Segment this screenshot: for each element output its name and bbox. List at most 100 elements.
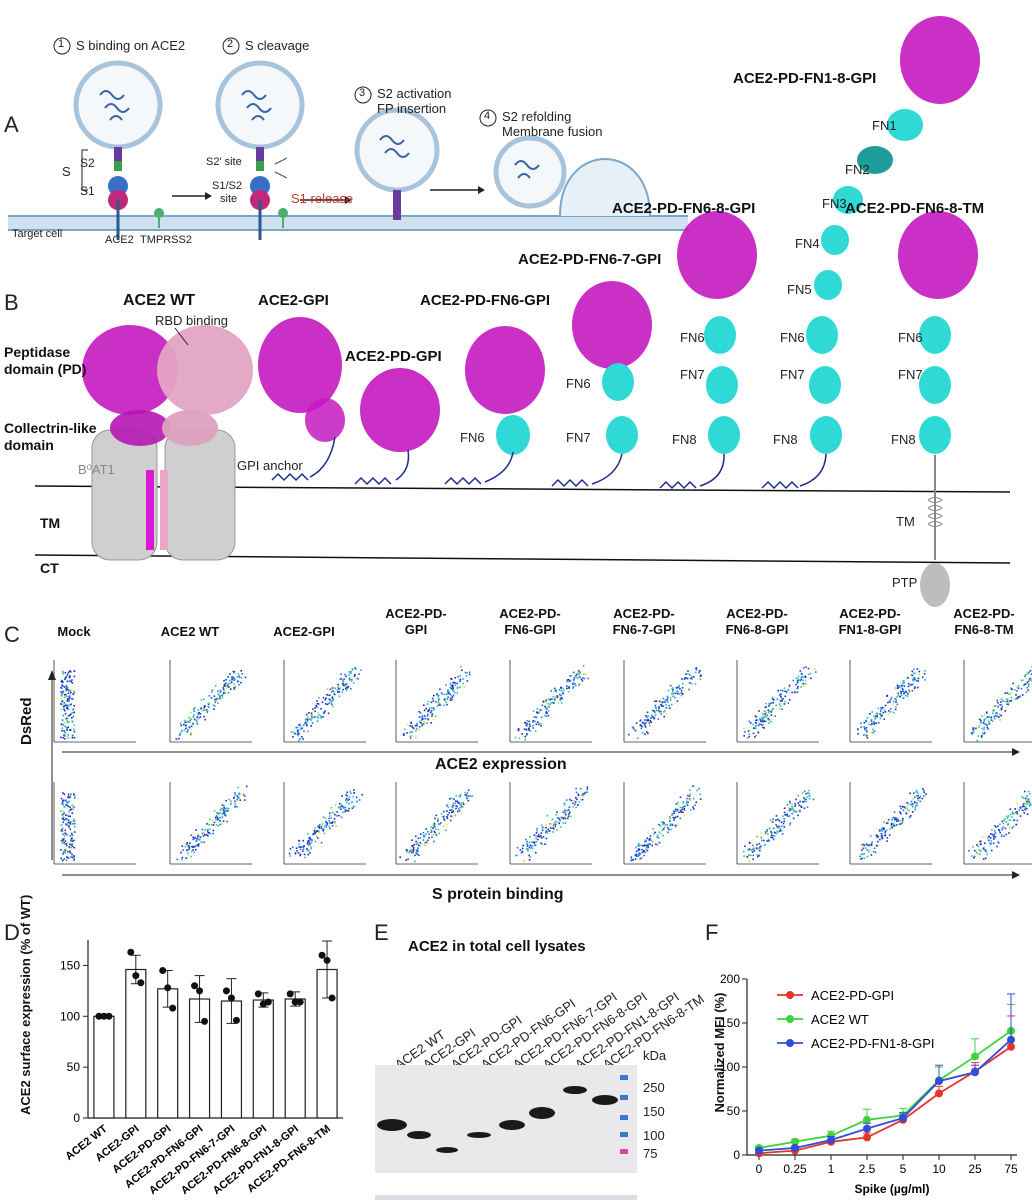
bar <box>125 968 147 1119</box>
sample-title-line1: ACE2-PD- <box>726 606 788 621</box>
data-point <box>264 998 272 1006</box>
flow-plot <box>283 660 366 743</box>
y-tick-label: 150 <box>720 1016 740 1030</box>
construct-label-ace2-pd-fn6-gpi: ACE2-PD-FN6-GPI <box>420 292 551 309</box>
series-point <box>971 1052 979 1061</box>
construct-label-ace2-pd-fn1-8-gpi: ACE2-PD-FN1-8-GPI <box>733 70 877 87</box>
sample-title-1: ACE2 WT <box>140 624 240 640</box>
ace2-expression-axis-label: ACE2 expression <box>435 756 567 773</box>
flow-plot <box>623 660 706 743</box>
sample-title-line1: ACE2 WT <box>160 624 220 639</box>
s1-label: S1 <box>80 184 95 198</box>
panel-a-svg <box>8 37 688 240</box>
sample-title-0: Mock <box>24 624 124 640</box>
fn6-label: FN6 <box>680 330 705 345</box>
y-tick-label: 50 <box>727 1104 741 1118</box>
sample-title-5: ACE2-PD-FN6-7-GPI <box>594 606 694 638</box>
flow-plot <box>736 660 819 743</box>
bar <box>93 1015 115 1119</box>
sample-title-line1: ACE2-PD- <box>499 606 561 621</box>
marker-100: 100 <box>643 1128 665 1143</box>
fn8-label: FN8 <box>891 432 916 447</box>
site-word-label: site <box>220 193 238 205</box>
step-3-number: 3 <box>359 87 366 99</box>
tmprss2-label: TMPRSS2 <box>140 234 192 246</box>
fn4-label: FN4 <box>795 236 820 251</box>
construct-label-ace2-gpi: ACE2-GPI <box>258 292 329 309</box>
series-point <box>863 1133 871 1142</box>
data-point <box>318 951 326 959</box>
sample-title-line2: GPI <box>404 622 428 637</box>
y-tick-label: 200 <box>720 972 740 986</box>
fn7-label: FN7 <box>898 367 923 382</box>
y-tick-label: 0 <box>733 1148 740 1162</box>
step-2-label: S cleavage <box>245 38 310 53</box>
flow-plot <box>395 660 478 743</box>
panel-letter-f: F <box>705 920 719 945</box>
panel-letter-c: C <box>4 622 20 647</box>
flow-plot <box>283 782 366 865</box>
series-point <box>971 1068 979 1077</box>
target-cell-label: Target cell <box>12 228 63 240</box>
y-tick-label: 100 <box>60 1009 80 1023</box>
sample-title-4: ACE2-PD-FN6-GPI <box>480 606 580 638</box>
step-1-label: S binding on ACE2 <box>76 38 186 53</box>
y-tick-label: 50 <box>67 1060 81 1074</box>
y-tick-label: 100 <box>720 1060 740 1074</box>
x-tick-label: 10 <box>932 1162 946 1176</box>
sample-title-line1: ACE2-PD- <box>839 606 901 621</box>
bar <box>252 999 274 1119</box>
flow-plot <box>849 782 932 865</box>
panel-letter-a: A <box>4 112 19 137</box>
fn2-label: FN2 <box>845 162 870 177</box>
x-tick-label: 1 <box>828 1162 835 1176</box>
tm-label-right: TM <box>896 514 915 529</box>
series-line <box>758 1046 1012 1155</box>
series-point <box>935 1089 943 1098</box>
s-protein-binding-axis-label: S protein binding <box>432 886 564 903</box>
sample-title-line1: ACE2-GPI <box>273 624 335 639</box>
data-point <box>132 972 140 980</box>
ace2-label: ACE2 <box>105 234 134 246</box>
flow-plot <box>169 660 252 743</box>
series-point <box>755 1146 763 1155</box>
x-tick-label: 25 <box>968 1162 982 1176</box>
series-line <box>758 1039 1012 1152</box>
bar <box>284 998 306 1119</box>
data-point <box>254 990 262 998</box>
kda-label: kDa <box>643 1048 667 1063</box>
data-point <box>296 998 304 1006</box>
sample-title-3: ACE2-PD-GPI <box>366 606 466 638</box>
d-ylabel: ACE2 surface expression (% of WT) <box>18 894 33 1115</box>
s-label: S <box>62 164 71 179</box>
data-point <box>105 1012 113 1020</box>
f-ylabel: Normalized MFI (%) <box>712 992 727 1113</box>
panel-letter-b: B <box>4 290 19 315</box>
fn8-label: FN8 <box>773 432 798 447</box>
marker-250: 250 <box>643 1080 665 1095</box>
fn3-label: FN3 <box>822 196 847 211</box>
legend-entry: ACE2-PD-FN1-8-GPI <box>811 1036 935 1051</box>
fn5-label: FN5 <box>787 282 812 297</box>
series-point <box>827 1136 835 1145</box>
s2prime-site-label: S2' site <box>206 156 242 168</box>
sample-title-7: ACE2-PD-FN1-8-GPI <box>820 606 920 638</box>
data-point <box>127 948 135 956</box>
flow-plot <box>849 660 932 743</box>
virion-4 <box>493 135 567 209</box>
panel-letter-e: E <box>374 920 389 945</box>
sample-title-8: ACE2-PD-FN6-8-TM <box>934 606 1032 638</box>
construct-label-ace2-pd-gpi: ACE2-PD-GPI <box>345 348 442 365</box>
b0at1-label: B⁰AT1 <box>78 462 115 477</box>
series-point <box>863 1115 871 1124</box>
data-point <box>201 1017 209 1025</box>
data-point <box>169 1004 177 1012</box>
step-2-number: 2 <box>227 38 234 50</box>
x-tick-label: 2.5 <box>859 1162 876 1176</box>
data-point <box>328 994 336 1002</box>
flow-plot <box>736 782 819 865</box>
data-point <box>232 1016 240 1024</box>
